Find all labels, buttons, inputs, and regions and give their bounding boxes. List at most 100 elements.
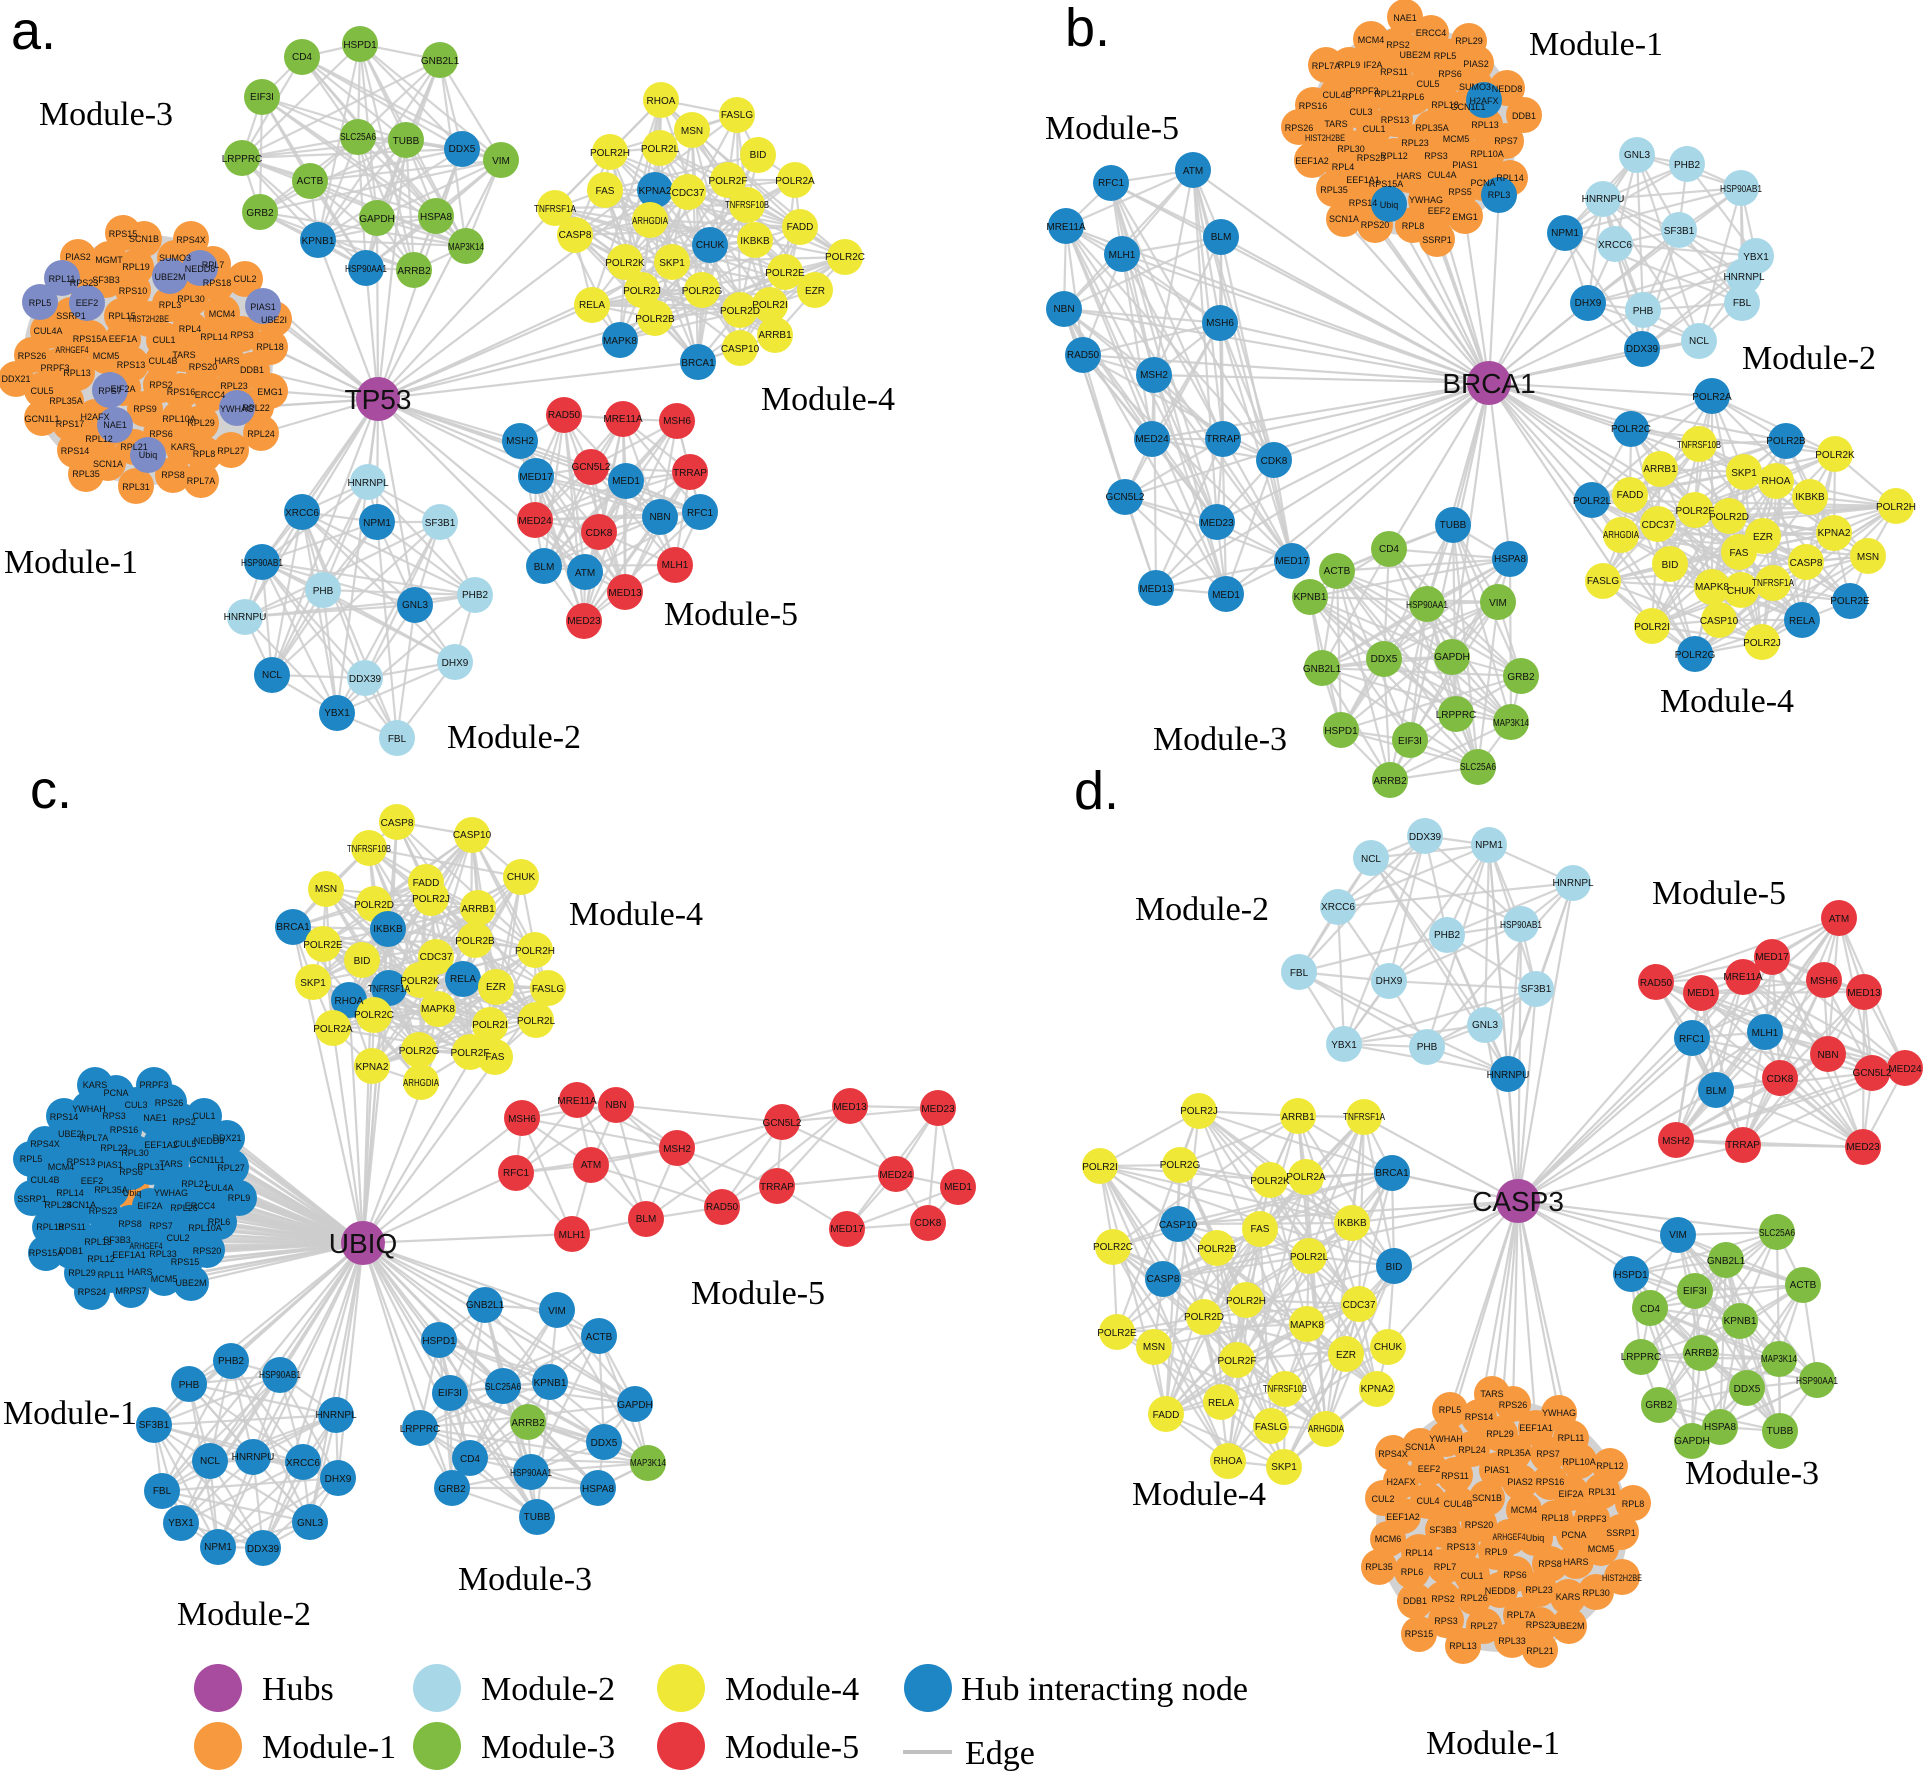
svg-text:POLR2F: POLR2F [1676,506,1715,517]
svg-text:RPS16: RPS16 [1536,1477,1565,1487]
svg-text:RPL26: RPL26 [170,1203,198,1213]
svg-text:ERCC4: ERCC4 [195,390,226,400]
svg-text:RPL13: RPL13 [1471,120,1499,130]
svg-text:POLR2B: POLR2B [455,936,495,947]
svg-text:KPNB1: KPNB1 [534,1378,567,1389]
svg-text:FASLG: FASLG [721,110,753,121]
svg-text:RPL13: RPL13 [63,368,91,378]
svg-text:POLR2K: POLR2K [400,976,440,987]
svg-text:POLR2L: POLR2L [1573,496,1612,507]
svg-text:DDX39: DDX39 [247,1544,280,1555]
svg-text:MED17: MED17 [1275,556,1309,567]
svg-text:MED17: MED17 [519,472,553,483]
svg-text:RHOA: RHOA [335,996,364,1007]
svg-text:HSPA8: HSPA8 [582,1484,614,1495]
svg-text:PHB2: PHB2 [1434,930,1461,941]
svg-text:RPL13: RPL13 [84,1237,112,1247]
svg-text:MSH6: MSH6 [1206,318,1234,329]
svg-text:MCM4: MCM4 [209,309,236,319]
svg-text:CUL4: CUL4 [1416,1496,1439,1506]
svg-text:CUL3: CUL3 [1349,107,1372,117]
svg-text:RPS2: RPS2 [1431,1594,1455,1604]
svg-text:RPS7: RPS7 [1536,1449,1560,1459]
svg-text:ARRB2: ARRB2 [1684,1348,1718,1359]
svg-text:RPL12: RPL12 [85,434,113,444]
svg-text:Module-5: Module-5 [1652,875,1786,912]
svg-text:HNRNPL: HNRNPL [347,478,389,489]
svg-text:CDC37: CDC37 [672,188,705,199]
svg-text:EEF1A1: EEF1A1 [1519,1423,1553,1433]
svg-text:RPS24: RPS24 [78,1287,107,1297]
svg-text:Module-4: Module-4 [725,1671,859,1708]
svg-text:NBN: NBN [649,512,670,523]
svg-text:LRPPRC: LRPPRC [400,1424,441,1435]
svg-text:GRB2: GRB2 [246,208,274,219]
svg-text:RPL29: RPL29 [187,418,215,428]
svg-text:RPL29: RPL29 [1455,36,1483,46]
svg-text:RELA: RELA [1789,616,1815,627]
svg-text:MED24: MED24 [879,1170,913,1181]
svg-text:RFC1: RFC1 [1098,178,1125,189]
svg-text:BRCA1: BRCA1 [681,358,715,369]
svg-text:RPL7: RPL7 [202,260,225,270]
svg-text:HSP90AA1: HSP90AA1 [345,264,387,275]
svg-text:HNRNPU: HNRNPU [224,612,267,623]
svg-text:POLR2F: POLR2F [451,1048,490,1059]
svg-text:Module-1: Module-1 [4,544,138,581]
svg-text:GCN1L1: GCN1L1 [1450,102,1485,112]
svg-text:RPS23: RPS23 [1357,153,1386,163]
svg-text:RPL29: RPL29 [1486,1429,1514,1439]
svg-text:CD4: CD4 [292,52,312,63]
svg-text:GNB2L1: GNB2L1 [466,1300,505,1311]
svg-text:Ubiq: Ubiq [1526,1533,1545,1543]
svg-text:GNL3: GNL3 [1472,1020,1499,1031]
svg-text:Module-1: Module-1 [1529,26,1663,63]
svg-text:RPS7: RPS7 [98,386,122,396]
svg-text:RPL30: RPL30 [1337,144,1365,154]
svg-text:DDX5: DDX5 [1734,1384,1761,1395]
svg-text:HSP90AB1: HSP90AB1 [1720,184,1762,195]
svg-text:MSN: MSN [681,126,703,137]
svg-text:RPL9: RPL9 [1485,1547,1508,1557]
svg-text:RPS26: RPS26 [1285,123,1314,133]
svg-text:KPNB1: KPNB1 [302,236,335,247]
svg-text:RPL24: RPL24 [247,429,275,439]
svg-text:RPL23: RPL23 [100,1143,128,1153]
svg-text:NEDD8: NEDD8 [185,264,216,274]
svg-text:PHB2: PHB2 [462,590,489,601]
svg-text:CASP8: CASP8 [1147,1274,1180,1285]
svg-text:EEF1A2: EEF1A2 [1386,1512,1420,1522]
svg-text:RPS15: RPS15 [109,229,138,239]
svg-text:POLR2B: POLR2B [635,314,675,325]
svg-text:POLR2I: POLR2I [472,1020,508,1031]
svg-text:HNRNPL: HNRNPL [1723,272,1765,283]
svg-text:POLR2A: POLR2A [1286,1172,1326,1183]
svg-text:MAPK8: MAPK8 [1695,582,1729,593]
svg-text:GRB2: GRB2 [1507,672,1535,683]
svg-text:POLR2J: POLR2J [1180,1106,1218,1117]
svg-text:HSPD1: HSPD1 [1324,726,1358,737]
svg-text:CUL4B: CUL4B [30,1175,59,1185]
svg-text:RFC1: RFC1 [687,508,714,519]
svg-text:RPL8: RPL8 [1402,221,1425,231]
svg-text:RPS8: RPS8 [161,470,185,480]
svg-text:PIAS1: PIAS1 [250,302,276,312]
svg-text:POLR2L: POLR2L [1290,1252,1329,1263]
svg-text:CASP8: CASP8 [381,818,414,829]
svg-text:KPNB1: KPNB1 [1294,592,1327,603]
svg-text:RPL12: RPL12 [87,1254,115,1264]
svg-text:FBL: FBL [153,1486,172,1497]
svg-text:UBE2M: UBE2M [175,1278,206,1288]
svg-text:IKBKB: IKBKB [373,924,403,935]
svg-text:HIST2H2BE: HIST2H2BE [1305,133,1345,143]
svg-text:RPL6: RPL6 [1402,92,1425,102]
svg-text:POLR2D: POLR2D [354,900,394,911]
svg-text:PHB2: PHB2 [1674,160,1701,171]
svg-text:Edge: Edge [965,1735,1035,1772]
svg-text:CDC37: CDC37 [1642,520,1675,531]
svg-text:TRRAP: TRRAP [673,468,707,479]
svg-text:HSP90AA1: HSP90AA1 [510,1468,552,1479]
svg-text:NBN: NBN [605,1100,626,1111]
svg-text:LRPPRC: LRPPRC [1436,710,1477,721]
svg-text:IKBKB: IKBKB [1795,492,1825,503]
